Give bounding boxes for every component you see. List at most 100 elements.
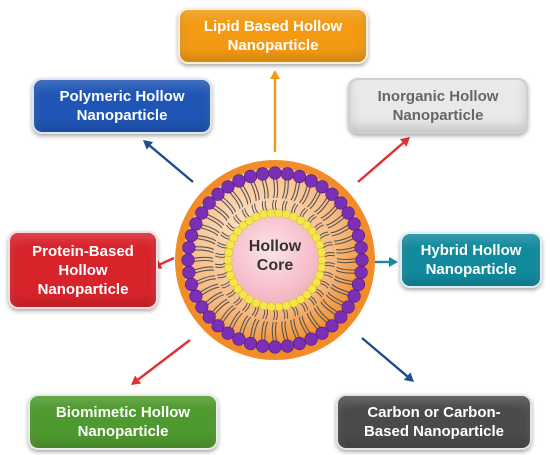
hollow-nanoparticle [175, 160, 375, 360]
lipid-tail [193, 269, 215, 274]
lipid-tail [222, 307, 236, 324]
arrow-to-biomimetic-head [131, 375, 142, 385]
lipid-tail [327, 216, 346, 229]
lipid-tail [335, 246, 357, 251]
lipid-line2: Nanoparticle [227, 37, 319, 54]
outer-bead [221, 326, 235, 340]
inner-bead [238, 290, 248, 300]
lipid-tail [213, 301, 230, 316]
lipid-tail [324, 262, 336, 265]
core-label-line2: Core [256, 257, 294, 274]
lipid-tail [214, 255, 226, 258]
lipid-tail [306, 312, 319, 331]
arrow-to-polymeric-shaft [149, 144, 194, 183]
inner-bead [238, 220, 248, 230]
lipid-tail [216, 244, 227, 249]
lipid-tail [331, 283, 351, 294]
outer-bead [184, 277, 199, 292]
outer-bead [181, 253, 195, 267]
lipid-tail [220, 234, 230, 240]
lipid-tail [195, 275, 216, 283]
inner-bead [282, 209, 291, 219]
outer-bead [355, 253, 369, 267]
outer-bead [292, 336, 307, 351]
arrow-to-hybrid [375, 257, 398, 267]
inner-bead [289, 212, 299, 222]
outer-bead [256, 167, 270, 181]
lipid-tail [316, 305, 331, 322]
outer-bead-layer [181, 166, 369, 354]
inner-bead [316, 247, 326, 257]
lipid-tail [211, 207, 228, 221]
lipid-tail [264, 309, 269, 320]
polymeric-line1: Polymeric Hollow [59, 88, 185, 105]
lipid-tail [216, 271, 227, 276]
lipid-tail [323, 271, 334, 276]
lipid-tail [275, 309, 278, 321]
outer-bead [184, 228, 199, 243]
lipid-tail [281, 321, 286, 342]
lipid-tail [228, 310, 241, 329]
lipid-tail [274, 199, 277, 211]
inner-bead [274, 208, 284, 218]
lipid-tail [290, 319, 298, 340]
outer-bead [268, 166, 282, 180]
lipid-tail [281, 200, 286, 211]
outer-lipid-tails [192, 177, 358, 343]
lipid-tail [196, 278, 217, 286]
outer-bead [304, 174, 318, 188]
inner-bead [259, 209, 268, 219]
inner-bead [233, 226, 243, 236]
arrow-to-lipid-head [270, 70, 280, 79]
outer-bead [195, 206, 209, 220]
lipid-tail [241, 316, 252, 336]
lipid-tail [299, 207, 306, 217]
inner-bead [233, 284, 243, 294]
outer-bead [304, 332, 318, 346]
outer-bead [202, 310, 216, 324]
outer-bead [334, 196, 348, 210]
outer-bead [243, 336, 258, 351]
arrow-to-carbon [361, 337, 414, 382]
lipid-tail [193, 249, 214, 254]
lipid-tail [252, 180, 260, 201]
outer-bead [211, 187, 225, 201]
lipid-tail [264, 321, 269, 342]
outer-bead [189, 289, 203, 303]
protein-line1: Protein-Based [32, 242, 134, 260]
lipid-tail [320, 280, 330, 286]
lipid-tail [320, 234, 330, 240]
arrow-to-polymeric [143, 140, 194, 183]
lipid-tail [320, 301, 337, 316]
lipid-tail [284, 320, 289, 342]
arrow-to-hybrid-head [389, 257, 398, 267]
lipid-tail [254, 203, 259, 214]
arrow-to-biomimetic-shaft [137, 339, 191, 381]
carbon-line1: Carbon or Carbon- [367, 404, 501, 421]
inner-bead [302, 220, 312, 230]
lipid-tail [249, 318, 257, 339]
outer-bead [347, 289, 361, 303]
lipid-tail [272, 177, 276, 199]
lipid-tail [199, 283, 218, 294]
lipid-tail [252, 319, 260, 340]
inner-bead [296, 294, 306, 304]
arrow-to-carbon-head [403, 372, 414, 382]
core-label-line1: Hollow [248, 238, 302, 255]
lipid-tail [192, 256, 214, 259]
inner-bead [266, 302, 276, 312]
lipid-tail [244, 303, 251, 313]
lipid-tail [228, 191, 241, 209]
hollow-core-label: Hollow Core [230, 237, 320, 275]
outer-bead [341, 206, 355, 220]
lipid-tail [322, 207, 339, 222]
inner-bead [266, 208, 276, 218]
outer-bead [182, 241, 196, 255]
lipid-tail [195, 237, 216, 245]
inner-bead [251, 212, 261, 222]
